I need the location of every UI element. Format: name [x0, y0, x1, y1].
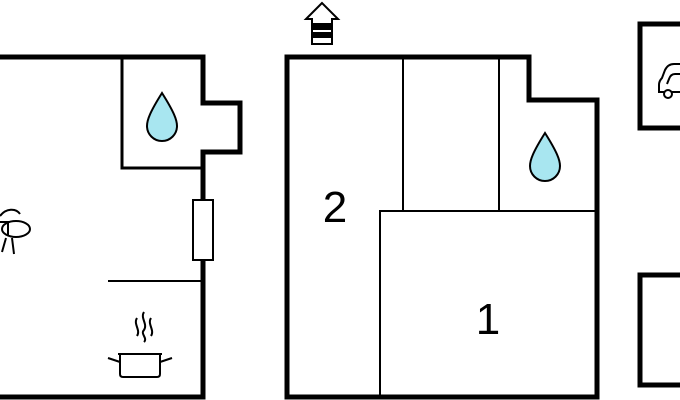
- cooking-pot-icon: [107, 311, 173, 378]
- shed-wall: [637, 272, 680, 388]
- room-2-label: 2: [323, 183, 347, 232]
- armchair-icon: [0, 208, 31, 255]
- entrance-arrow-icon: [303, 1, 341, 45]
- water-drop-icon: [145, 91, 179, 142]
- radiator-icon: [192, 199, 214, 261]
- car-icon: [658, 63, 680, 99]
- shed-building: [637, 272, 680, 388]
- left-building-outer-wall: [0, 54, 243, 400]
- room-1-label: 1: [476, 295, 500, 344]
- left-building: [0, 54, 243, 400]
- middle-building: [284, 54, 600, 400]
- left-bathroom-wall: [120, 57, 203, 170]
- water-drop-icon: [528, 131, 562, 182]
- middle-building-outer-wall: [284, 54, 600, 400]
- room-1-wall: [379, 210, 597, 397]
- garage-wall: [637, 21, 680, 131]
- garage-building: [637, 21, 680, 131]
